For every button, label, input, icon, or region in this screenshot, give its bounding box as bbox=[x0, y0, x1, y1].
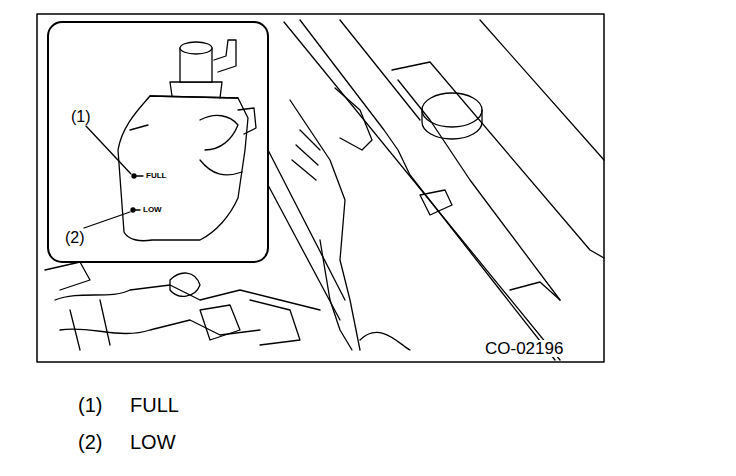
legend-number: (1) bbox=[78, 395, 102, 415]
callout-number: (2) bbox=[64, 230, 86, 246]
legend-text: FULL bbox=[130, 395, 179, 415]
callout-number: (1) bbox=[70, 109, 92, 125]
level-mark-label: FULL bbox=[145, 172, 167, 180]
legend-text: LOW bbox=[130, 432, 176, 452]
figure-code: CO-02196 bbox=[484, 340, 564, 357]
level-mark-label: LOW bbox=[142, 206, 163, 214]
legend-number: (2) bbox=[78, 432, 102, 452]
